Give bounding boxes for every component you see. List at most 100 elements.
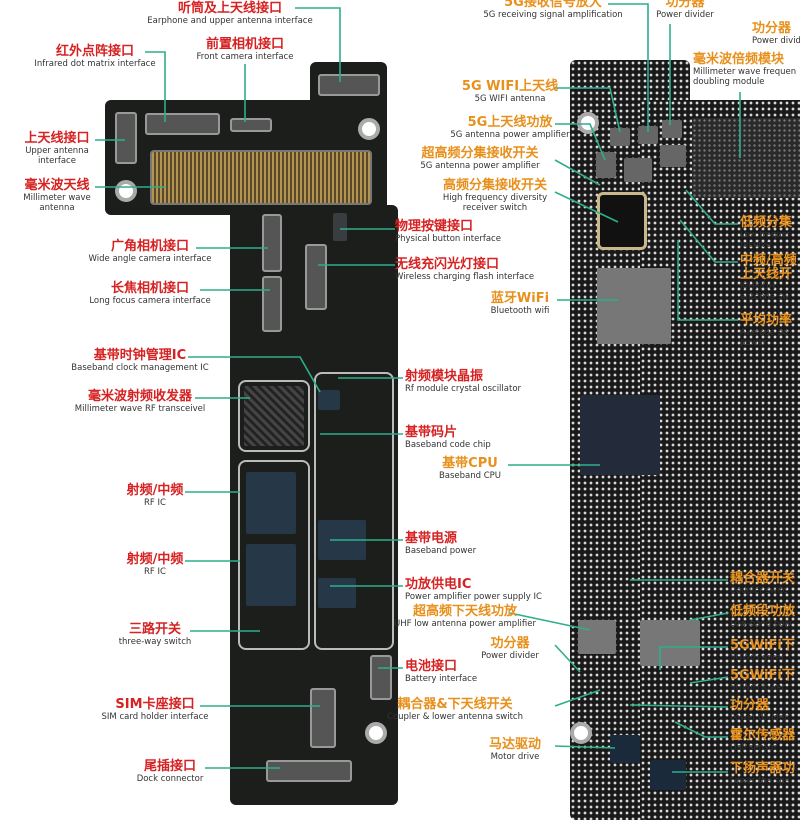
callout-label-en: Motor drive (490, 751, 540, 762)
callout-label-en: Baseband power (405, 545, 477, 556)
callout-label-zh: 射频/中频 (126, 483, 184, 498)
callout-label-en: Power divider (656, 9, 714, 20)
front-camera-connector (230, 118, 272, 132)
callout-label-zh: 功放供电IC (405, 577, 472, 592)
callout-label-en: Millimeter wave frequen (693, 66, 797, 77)
pa-chip (596, 152, 616, 178)
callout-label-zh: 超高频分集接收开关 (421, 146, 539, 161)
callout-label-zh: 前置相机接口 (205, 37, 285, 52)
callout-label-en: Coupler switc (730, 585, 788, 596)
callout-label-en: Baseband CPU (438, 470, 502, 481)
callout-label-zh: SIM卡座接口 (115, 697, 195, 712)
callout-label-zh: 5G上天线功放 (467, 115, 553, 130)
callout-label-en: UHF low antenna power amplifier (394, 618, 536, 629)
callout-label-en: Long focus camera interface (89, 295, 211, 306)
callout-label-en: Upper antenna (25, 145, 89, 156)
callout-label-en: 5GWiFi lower (730, 682, 786, 693)
rf-ic-1 (246, 472, 296, 534)
callout-label-zh: 超高频下天线功放 (412, 604, 517, 619)
motor-driver (610, 735, 640, 763)
callout-label-en: Lower the spe (730, 775, 790, 786)
callout-label-en: Bluetooth wifi (490, 305, 550, 316)
callout-label-en: RF IC (144, 566, 166, 577)
callout-label-zh: 蓝牙WiFi (490, 291, 550, 306)
callout-label-zh: 功分器 (730, 698, 770, 713)
button-connector (333, 213, 347, 241)
uhf-pa-chip (578, 620, 616, 654)
callout-label-en: High frequency diversity (442, 192, 548, 203)
callout-label-zh: 高频分集接收开关 (442, 178, 547, 193)
callout-label-zh: 中频/高频 (740, 253, 797, 268)
callout-label-en: Average po (740, 327, 789, 338)
callout-label-en: Battery interface (405, 673, 478, 684)
callout-label-zh: 射频模块晶振 (405, 369, 484, 384)
amp-chip (610, 128, 630, 146)
callout-label-en: Earphone and upper antenna interface (147, 15, 313, 26)
callout-label-en: RF IC (144, 497, 166, 508)
power-divider-chip (662, 120, 682, 138)
baseband-shield (314, 372, 394, 650)
mmwave-transceiver (244, 386, 304, 446)
callout-label-en: Coupler & lower antenna switch (387, 711, 523, 722)
callout-label-zh: 低频段功放 (730, 604, 796, 619)
callout-label-en: three-way switch (118, 636, 192, 647)
clock-ic (318, 390, 340, 410)
callout-label-zh: 马达驱动 (488, 737, 542, 752)
screw-hole (358, 118, 380, 140)
battery-connector (370, 655, 392, 700)
callout-label-en: antenna sw (740, 291, 790, 302)
callout-label-en: receive (740, 239, 772, 250)
hf-diversity-switch (597, 192, 647, 250)
pa-power-ic (318, 578, 356, 608)
callout-label-en: Infrared dot matrix interface (34, 58, 156, 69)
sim-connector (310, 688, 336, 748)
callout-label-zh: 基带电源 (405, 531, 458, 546)
callout-label-en: power (740, 337, 767, 348)
screw-hole (115, 180, 137, 202)
baseband-power-chip (318, 520, 366, 560)
screw-hole (570, 722, 592, 744)
callout-label-zh: 下扬声器功 (730, 761, 796, 776)
callout-label-en: antenna (39, 202, 75, 213)
power-divider-chip (638, 126, 658, 144)
screw-hole (365, 722, 387, 744)
callout-label-zh: 5G WIFI上天线 (461, 79, 559, 94)
callout-label-en: Baseband clock management IC (71, 362, 209, 373)
callout-label-zh: 基带CPU (442, 456, 498, 471)
callout-label-zh: 5GWiFi下 (730, 668, 795, 683)
rf-ic-2 (246, 544, 296, 606)
wireless-charging-connector (305, 244, 327, 310)
callout-label-en: Physical button interface (395, 233, 501, 244)
callout-label-zh: 功分器 (752, 21, 792, 36)
callout-label-en: 5GWiFi anter (730, 652, 785, 663)
callout-label-zh: 无线充闪光灯接口 (395, 257, 500, 272)
baseband-cpu (580, 395, 660, 475)
callout-label-en: SIM card holder interface (101, 711, 209, 722)
wide-camera-connector (262, 214, 282, 272)
